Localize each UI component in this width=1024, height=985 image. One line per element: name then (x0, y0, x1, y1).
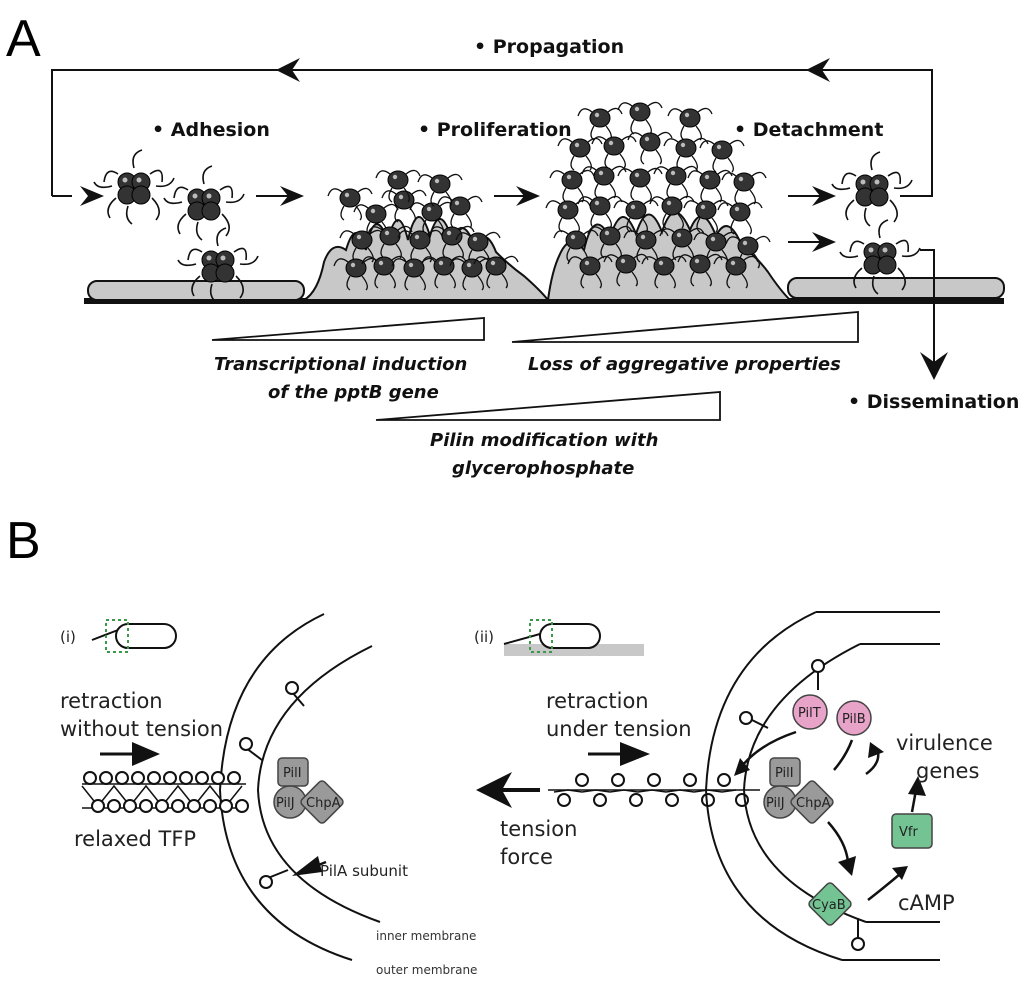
stage-arrows (80, 186, 836, 252)
inner-membrane-i (256, 645, 381, 923)
chpa-protein-i (300, 780, 344, 824)
pila-subunits-i (239, 681, 305, 889)
outer-membrane-i (218, 613, 353, 961)
pili-protein-ii (769, 757, 801, 787)
wedge-transcription (211, 317, 485, 341)
label-ii: (ii) (474, 628, 494, 646)
virulence-label-1: virulence (896, 731, 993, 755)
pilin-label-1: Pilin modification with (430, 430, 658, 451)
panel-b: B (i) retraction without tension inner m… (6, 512, 993, 977)
pilj-label-i: PilJ (276, 796, 295, 811)
pila-subunits-ii (739, 659, 865, 951)
dissemination-label: • Dissemination (848, 391, 1019, 413)
pilj-label-ii: PilJ (766, 796, 785, 811)
inner-membrane-ii (742, 643, 867, 923)
pili-label-i: PilI (283, 766, 302, 781)
retraction-arrow-ii (620, 742, 650, 766)
label-i: (i) (60, 628, 76, 646)
pilt-label: PilT (798, 706, 821, 721)
inner-membrane-label: inner membrane (376, 929, 476, 943)
panel-b-letter: B (6, 512, 41, 570)
transcription-label-1: Transcriptional induction (214, 354, 467, 375)
camp-label: cAMP (898, 891, 955, 915)
proliferation-cluster (327, 169, 519, 291)
wedge-pilin (375, 391, 721, 421)
cell-schematic-i (91, 619, 177, 653)
proliferation-label: • Proliferation (418, 119, 572, 141)
vfr-protein (891, 813, 933, 849)
propagation-label: • Propagation (474, 36, 624, 58)
detachment-label: • Detachment (734, 119, 883, 141)
panel-a: A • Propagation • Adhesion • Proliferati… (6, 10, 1019, 479)
bacterium (93, 149, 175, 225)
bacterium (163, 165, 245, 241)
vfr-label: Vfr (899, 825, 918, 840)
retraction-under-2: under tension (546, 717, 692, 741)
tension-arrow (476, 772, 512, 808)
protein-complex-i: PilI PilJ ChpA (273, 757, 344, 824)
chpa-protein-ii (790, 780, 834, 824)
propagation-arrowhead-right (806, 58, 830, 82)
retraction-without-2: without tension (60, 717, 223, 741)
pila-subunit-label: PilA subunit (320, 862, 408, 880)
biofilm-thin-right (787, 277, 1005, 299)
pilb-label: PilB (842, 712, 866, 727)
outer-membrane-label: outer membrane (376, 963, 477, 977)
protein-complex-ii: PilT PilB PilI PilJ ChpA Vfr CyaB (763, 694, 933, 926)
relaxed-tfp (81, 771, 249, 813)
tension-label-1: tension (500, 817, 577, 841)
adhesion-label: • Adhesion (152, 119, 270, 141)
transcription-label-2: of the pptB gene (268, 382, 439, 403)
wedge-loss (511, 311, 859, 343)
cell-schematic-ii (503, 619, 644, 656)
pilt-protein (792, 694, 828, 730)
panel-a-letter: A (6, 10, 41, 68)
signaling-arrows (741, 730, 918, 901)
pila-arrow (292, 856, 322, 876)
outer-membrane-ii (704, 611, 843, 961)
pili-label-ii: PilI (775, 766, 794, 781)
biofilm-thin-left (87, 280, 305, 301)
propagation-loop (51, 69, 933, 197)
cyab-label: CyaB (812, 898, 846, 913)
bacterium (831, 151, 913, 227)
cyab-protein (808, 882, 852, 926)
retraction-without-1: retraction (60, 689, 163, 713)
retraction-under-1: retraction (546, 689, 649, 713)
pilb-protein (836, 700, 872, 736)
chpa-label-ii: ChpA (796, 796, 831, 811)
chpa-label-i: ChpA (306, 796, 341, 811)
retraction-arrow-i (132, 742, 160, 766)
dissemination-arrow (920, 249, 935, 362)
loss-label: Loss of aggregative properties (528, 354, 841, 375)
relaxed-tfp-label: relaxed TFP (74, 827, 196, 851)
propagation-arrowhead-left (276, 58, 300, 82)
pilin-label-2: glycerophosphate (452, 458, 634, 479)
virulence-label-2: genes (916, 759, 979, 783)
stretched-tfp (548, 773, 760, 807)
tension-label-2: force (500, 845, 553, 869)
